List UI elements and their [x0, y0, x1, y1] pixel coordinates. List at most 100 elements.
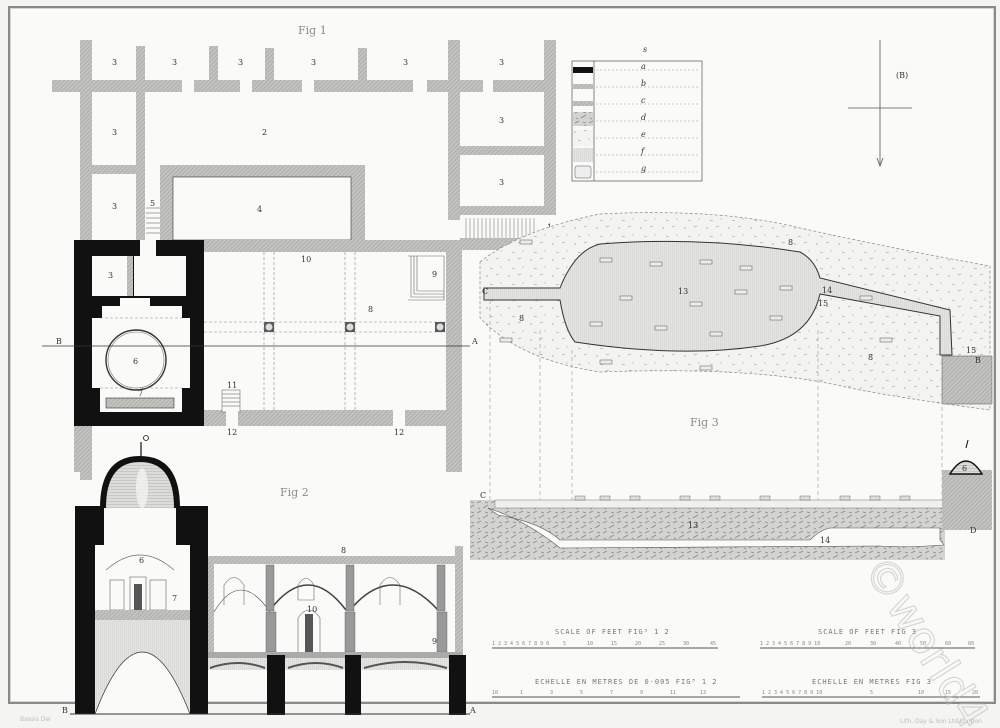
- svg-text:3: 3: [172, 58, 177, 67]
- svg-text:3: 3: [499, 58, 504, 67]
- svg-text:C: C: [480, 491, 486, 500]
- svg-text:6: 6: [133, 357, 138, 366]
- svg-text:50: 50: [920, 641, 926, 647]
- svg-text:ECHELLE EN METRES FIG 3: ECHELLE EN METRES FIG 3: [812, 678, 932, 686]
- artist-credit: Bassis Del: [20, 716, 51, 723]
- svg-text:1 2 3 4 5 6 7 8 9 10: 1 2 3 4 5 6 7 8 9 10: [762, 690, 822, 696]
- svg-text:10: 10: [587, 641, 593, 647]
- svg-text:d: d: [641, 113, 646, 122]
- svg-text:8: 8: [868, 353, 873, 362]
- svg-text:13: 13: [688, 521, 698, 530]
- svg-text:12: 12: [394, 428, 404, 437]
- svg-text:SCALE OF FEET FIG 3: SCALE OF FEET FIG 3: [818, 628, 917, 636]
- svg-text:a: a: [641, 62, 646, 71]
- watermark: ©world4.eu: [853, 547, 1000, 728]
- svg-text:8: 8: [368, 305, 373, 314]
- svg-text:8: 8: [788, 238, 793, 247]
- svg-text:6: 6: [962, 464, 967, 473]
- svg-text:b: b: [641, 79, 646, 88]
- lithographer-credit: Lith. Day & Son Ltd London: [900, 718, 982, 725]
- svg-text:25: 25: [659, 641, 665, 647]
- svg-text:8: 8: [341, 546, 346, 555]
- svg-text:9: 9: [432, 270, 437, 279]
- fig1-plan: Fig 1 3 3 3 3 3 3 3 3 3 3 2 4 5 1 3 6 7 …: [42, 24, 556, 480]
- svg-text:1: 1: [520, 690, 523, 696]
- svg-text:5: 5: [150, 199, 155, 208]
- svg-text:7: 7: [172, 594, 177, 603]
- svg-text:15: 15: [818, 299, 828, 308]
- svg-text:f: f: [640, 147, 646, 156]
- svg-text:20: 20: [972, 690, 978, 696]
- svg-text:8: 8: [519, 314, 524, 323]
- fig3-cistern: Fig 3 13 14 15 15 8 8 8 13 14 6 C C B D: [470, 212, 993, 560]
- svg-text:C: C: [482, 287, 488, 296]
- svg-text:3: 3: [112, 58, 117, 67]
- svg-text:3: 3: [499, 116, 504, 125]
- scale-bars: SCALE OF FEET FIG³ 1 2 1 2 3 4 5 6 7 8 9…: [492, 628, 980, 698]
- svg-text:1 2 3 4 5 6 7 8 9 10: 1 2 3 4 5 6 7 8 9 10: [760, 641, 820, 647]
- svg-text:3: 3: [112, 202, 117, 211]
- fig3-title: Fig 3: [690, 416, 719, 429]
- svg-text:14: 14: [822, 286, 832, 295]
- svg-text:5: 5: [580, 690, 583, 696]
- compass-marker: (B): [848, 40, 912, 168]
- svg-text:11: 11: [670, 690, 676, 696]
- svg-text:60: 60: [945, 641, 951, 647]
- svg-text:9: 9: [432, 637, 437, 646]
- svg-text:A: A: [469, 706, 476, 715]
- svg-text:3: 3: [403, 58, 408, 67]
- svg-text:40: 40: [895, 641, 901, 647]
- fig2-title: Fig 2: [280, 486, 309, 499]
- svg-text:45: 45: [710, 641, 716, 647]
- svg-text:4: 4: [257, 205, 262, 214]
- svg-text:30: 30: [870, 641, 876, 647]
- svg-text:30: 30: [683, 641, 689, 647]
- svg-text:7: 7: [610, 690, 613, 696]
- svg-text:20: 20: [635, 641, 641, 647]
- svg-text:7: 7: [138, 389, 143, 398]
- svg-text:s: s: [643, 45, 647, 54]
- svg-text:B: B: [975, 356, 981, 365]
- tomb-cenotaph: [105, 397, 175, 409]
- svg-text:2: 2: [262, 128, 267, 137]
- fig2-section: Fig 2 6 7 8 10 9 B A: [62, 435, 476, 715]
- fig1-title: Fig 1: [298, 24, 327, 37]
- svg-text:11: 11: [227, 381, 237, 390]
- svg-text:10: 10: [492, 690, 498, 696]
- svg-text:80: 80: [968, 641, 974, 647]
- svg-text:3: 3: [112, 128, 117, 137]
- svg-text:15: 15: [611, 641, 617, 647]
- svg-text:ECHELLE EN METRES DE 0·005 FI: ECHELLE EN METRES DE 0·005 FIG³ 1 2: [535, 678, 718, 686]
- svg-text:D: D: [970, 526, 976, 535]
- material-legend: s a b c d e f g: [571, 45, 703, 182]
- svg-text:B: B: [56, 337, 62, 346]
- svg-text:3: 3: [550, 690, 553, 696]
- svg-text:A: A: [471, 337, 478, 346]
- svg-text:10: 10: [301, 255, 311, 264]
- svg-text:3: 3: [108, 271, 113, 280]
- svg-text:5: 5: [870, 690, 873, 696]
- svg-text:13: 13: [700, 690, 706, 696]
- svg-text:SCALE OF FEET FIG³ 1 2: SCALE OF FEET FIG³ 1 2: [555, 628, 670, 636]
- svg-text:14: 14: [820, 536, 830, 545]
- svg-text:(B): (B): [896, 71, 908, 80]
- svg-text:10: 10: [918, 690, 924, 696]
- svg-text:10: 10: [307, 605, 317, 614]
- svg-text:9: 9: [640, 690, 643, 696]
- svg-text:3: 3: [311, 58, 316, 67]
- svg-text:B: B: [62, 706, 68, 715]
- svg-text:g: g: [641, 164, 646, 173]
- svg-text:c: c: [641, 96, 646, 105]
- svg-text:6: 6: [139, 556, 144, 565]
- svg-text:3: 3: [238, 58, 243, 67]
- svg-text:5: 5: [563, 641, 566, 647]
- svg-text:15: 15: [966, 346, 976, 355]
- svg-text:1 2 3 4 5 6 7 8 9 0: 1 2 3 4 5 6 7 8 9 0: [492, 641, 549, 647]
- arrow-down-icon: [876, 157, 884, 168]
- svg-text:e: e: [641, 130, 646, 139]
- svg-text:13: 13: [678, 287, 688, 296]
- svg-text:20: 20: [845, 641, 851, 647]
- svg-text:3: 3: [499, 178, 504, 187]
- svg-text:15: 15: [945, 690, 951, 696]
